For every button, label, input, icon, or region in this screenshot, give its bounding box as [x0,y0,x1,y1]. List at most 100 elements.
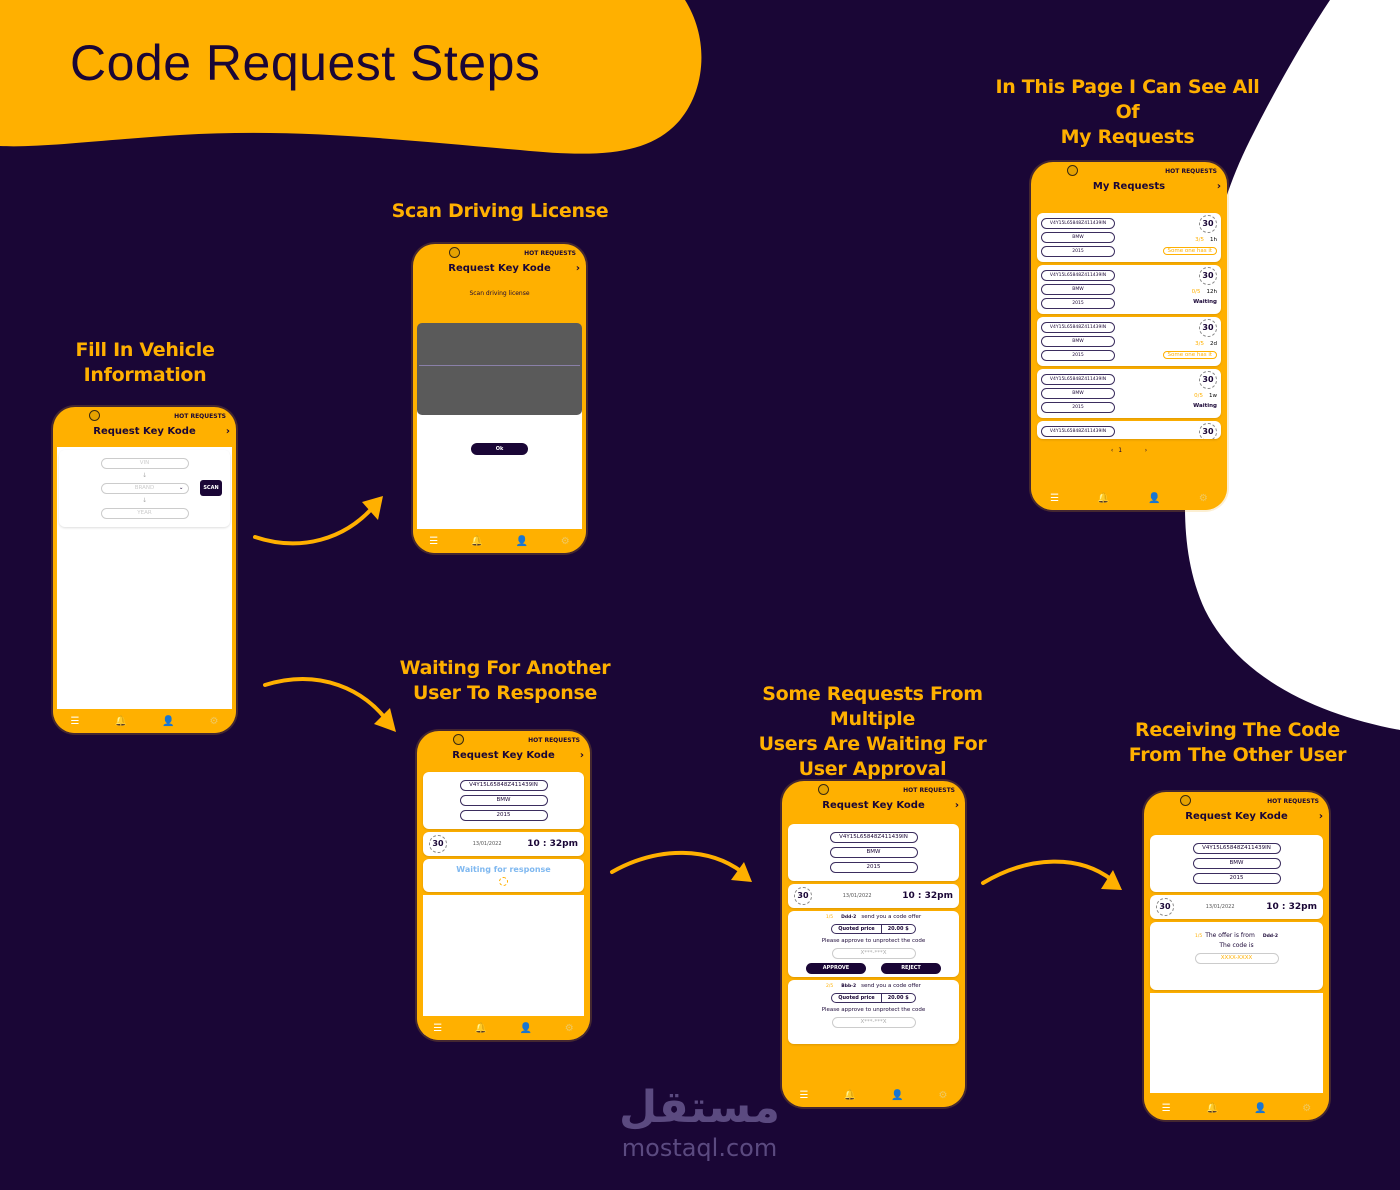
list-icon[interactable]: ☰ [1161,1102,1171,1114]
approve-prompt: Please approve to unprotect the code [821,938,926,944]
bell-icon[interactable]: 🔔 [843,1089,856,1101]
prev-page-button[interactable]: ‹ [1110,447,1114,454]
screen-title-text: My Requests [1092,181,1166,192]
request-date: 13/01/2022 [1205,904,1235,910]
vin-field: V4Y15L65848Z411439IN [1041,218,1115,229]
page-3-button[interactable]: 3 [1135,447,1140,454]
gear-icon[interactable]: ⚙ [560,535,570,547]
chevron-right-icon[interactable]: › [575,263,580,274]
bell-icon[interactable]: 🔔 [114,715,127,727]
phone-status-bar: HOT REQUESTS [53,407,236,425]
vin-field[interactable]: V4Y15L65848Z411439IN [1192,843,1281,854]
ok-button[interactable]: Ok [471,443,528,455]
hot-requests-link[interactable]: HOT REQUESTS [174,413,226,420]
request-age: 12h [1206,289,1217,295]
offer-user: Ddd-2 [841,915,857,920]
price-value: 20.00 $ [887,926,909,932]
page-2-button[interactable]: 2 [1127,447,1131,454]
vehicle-card: V4Y15L65848Z411439IN BMW 2015 [1150,835,1323,892]
offer-count: 0/5 [1194,393,1203,399]
list-icon[interactable]: ☰ [429,535,439,547]
brand-field[interactable]: BMW [829,847,918,858]
list-icon[interactable]: ☰ [433,1022,443,1034]
code-label: The code is [1219,942,1254,949]
brand-field[interactable]: BMW [459,795,548,806]
hot-requests-link[interactable]: HOT REQUESTS [528,737,580,744]
gear-icon[interactable]: ⚙ [564,1022,574,1034]
hot-requests-link[interactable]: HOT REQUESTS [1267,798,1319,805]
list-icon[interactable]: ☰ [799,1089,809,1101]
list-icon[interactable]: ☰ [70,715,80,727]
vin-field[interactable]: V4Y15L65848Z411439IN [459,780,548,791]
title-blob [0,0,702,154]
screen-title-text: Request Key Kode [1185,811,1288,822]
chevron-right-icon[interactable]: › [579,750,584,761]
chevron-right-icon[interactable]: › [954,800,959,811]
list-icon[interactable]: ☰ [1050,492,1060,504]
watermark-arabic: مستقل [619,1082,780,1133]
hot-requests-link[interactable]: HOT REQUESTS [903,787,955,794]
price-label: Quoted price [832,994,882,1002]
hot-requests-link[interactable]: HOT REQUESTS [1165,168,1217,175]
user-icon[interactable]: 👤 [1148,492,1161,504]
phone-status-bar: HOT REQUESTS [1144,792,1329,810]
bell-icon[interactable]: 🔔 [1206,1102,1219,1114]
next-page-button[interactable]: › [1144,447,1148,454]
year-field[interactable]: 2015 [1192,873,1281,884]
arrow-fill-to-waiting [263,677,390,724]
hot-requests-link[interactable]: HOT REQUESTS [524,250,576,257]
approve-button[interactable]: APPROVE [806,963,866,974]
gear-icon[interactable]: ⚙ [938,1089,948,1101]
revealed-code[interactable]: XXXX-XXXX [1194,953,1279,964]
brand-field: BMW [1041,284,1115,295]
brand-select[interactable]: BRAND⌄ [100,483,189,494]
chevron-down-icon: ⌄ [178,485,184,491]
empty-area [1150,993,1323,1093]
vin-input[interactable]: VIN [100,458,189,469]
screen-title: Request Key Kode › [1144,810,1329,828]
user-icon[interactable]: 👤 [1254,1102,1267,1114]
user-icon[interactable]: 👤 [891,1089,904,1101]
approve-prompt: Please approve to unprotect the code [821,1007,926,1013]
year-field[interactable]: 2015 [459,810,548,821]
user-icon[interactable]: 👤 [162,715,175,727]
chevron-right-icon[interactable]: › [225,426,230,437]
app-logo-icon [449,247,460,258]
chevron-right-icon[interactable]: › [1318,811,1323,822]
reject-button[interactable]: REJECT [881,963,941,974]
scan-button[interactable]: SCAN [200,480,222,496]
caption-all-requests: In This Page I Can See All Of My Request… [995,76,1260,148]
brand-field[interactable]: BMW [1192,858,1281,869]
vin-field[interactable]: V4Y15L65848Z411439IN [829,832,918,843]
bell-icon[interactable]: 🔔 [470,535,484,547]
user-icon[interactable]: 👤 [515,535,529,547]
vin-field: V4Y15L65848Z411439IN [1041,426,1115,437]
app-logo-icon [818,784,829,795]
page-1-button[interactable]: 1 [1118,447,1123,454]
gear-icon[interactable]: ⚙ [209,715,219,727]
year-input[interactable]: YEAR [100,508,189,519]
chevron-right-icon[interactable]: › [1216,181,1221,192]
year-field[interactable]: 2015 [829,862,918,873]
offer-index: 2/5 [826,984,834,989]
bell-icon[interactable]: 🔔 [1097,492,1110,504]
gear-icon[interactable]: ⚙ [1198,492,1208,504]
bell-icon[interactable]: 🔔 [474,1022,488,1034]
gear-icon[interactable]: ⚙ [1302,1102,1312,1114]
user-icon[interactable]: 👤 [519,1022,533,1034]
